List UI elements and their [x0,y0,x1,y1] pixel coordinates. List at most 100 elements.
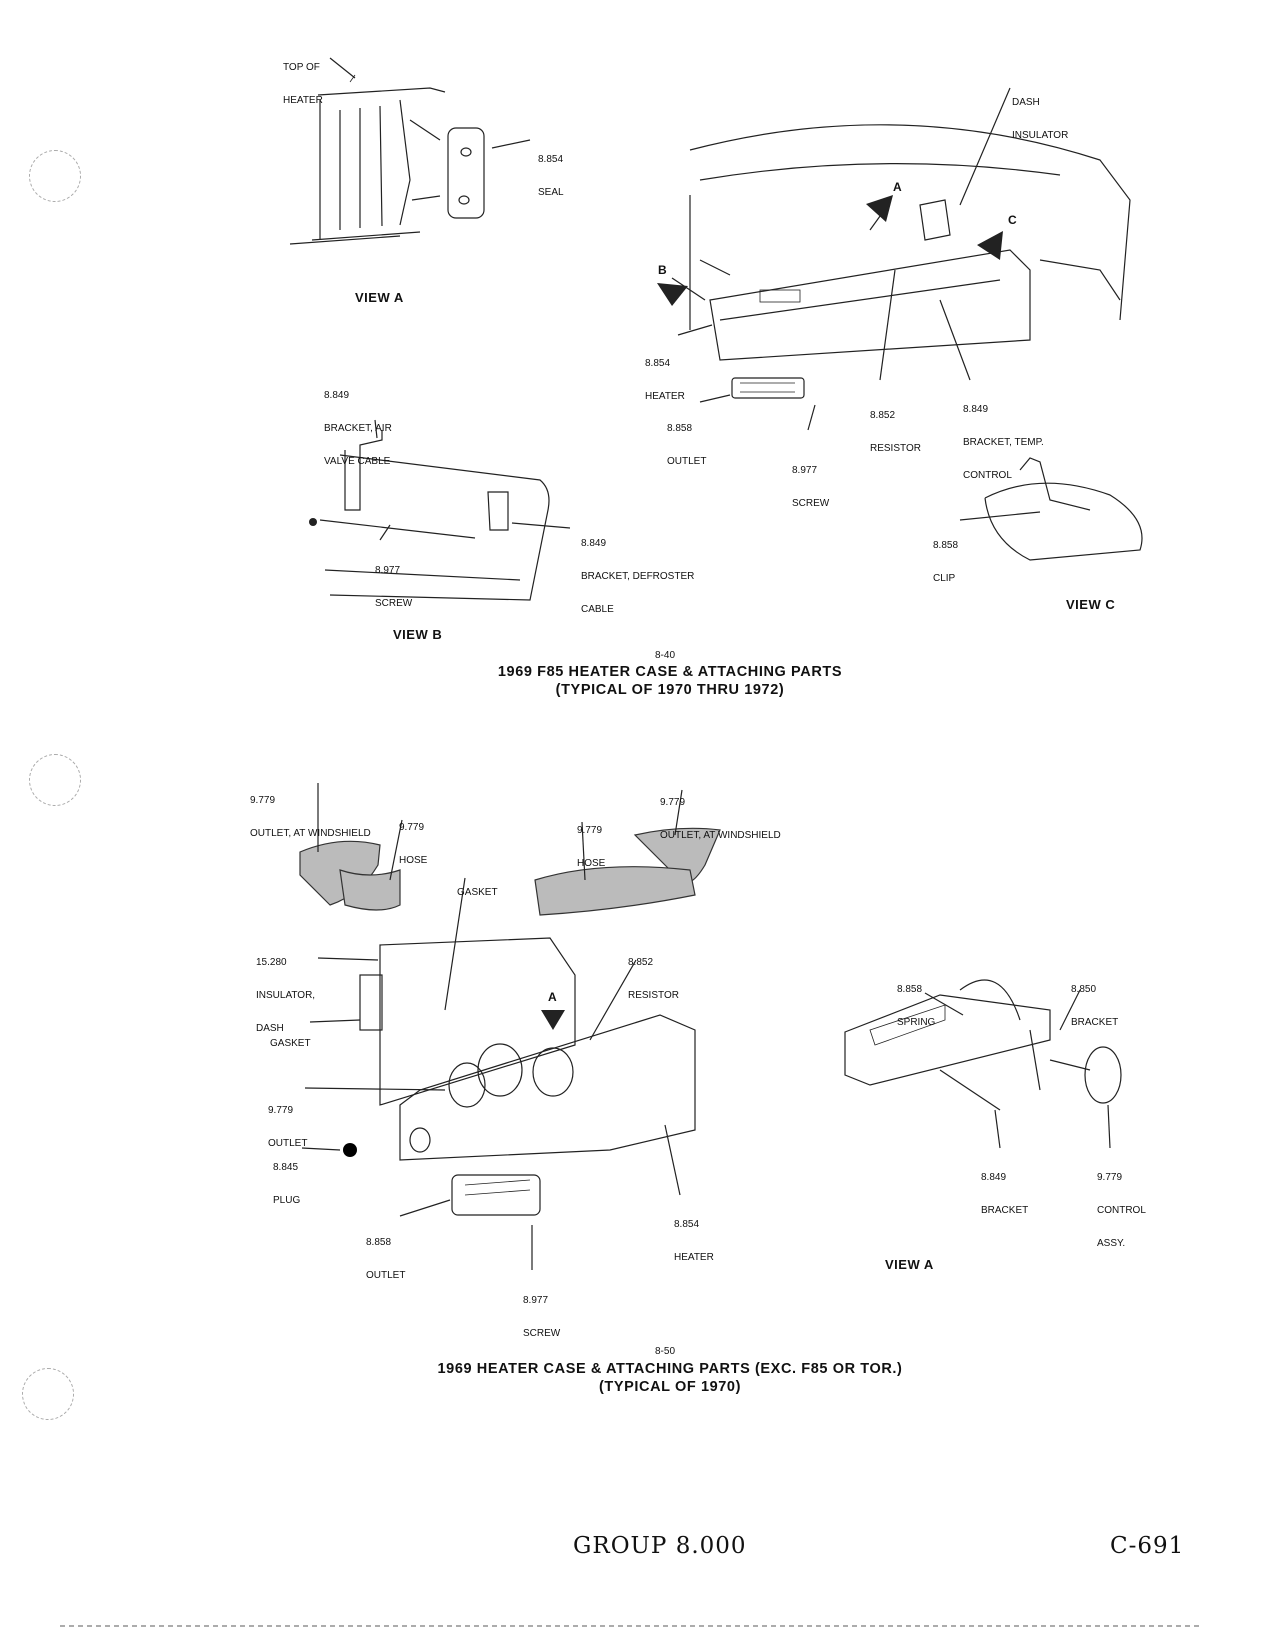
label-control-assy: 9.779 CONTROL ASSY. [1097,1150,1146,1260]
label-line: HOSE [577,858,606,869]
label-outlet-windshield-right: 9.779 OUTLET, AT WINDSHIELD [660,775,781,852]
label-seal: 8.854 SEAL [538,132,564,209]
label-bracket-air-valve: 8.849 BRACKET, AIR VALVE CABLE [324,368,392,478]
label-line: HOSE [399,855,428,866]
view-a-drawing-top [289,57,531,245]
label-line: 8.858 [366,1237,392,1248]
label-line: HEATER [283,95,323,106]
label-line: TOP OF [283,62,320,73]
label-line: VALVE CABLE [324,456,391,467]
label-line: 8.977 [523,1295,549,1306]
label-resistor-bottom: 8.852 RESISTOR [628,935,679,1012]
label-gasket-left: GASKET [270,1016,311,1060]
footer-group: GROUP 8.000 [573,1533,747,1559]
label-outlet-bottom: 8.858 OUTLET [366,1215,405,1292]
label-line: OUTLET [268,1138,308,1149]
label-spring: 8.858 SPRING [897,962,935,1039]
label-line: 8.977 [375,565,401,576]
label-outlet-left: 9.779 OUTLET [268,1083,307,1160]
label-bracket-temp-control: 8.849 BRACKET, TEMP. CONTROL [963,382,1044,492]
heater-assembly-drawing-bottom [299,783,721,1270]
label-line: SEAL [538,187,564,198]
label-hose-right: 9.779 HOSE [577,803,605,880]
label-line: 8.849 [581,538,607,549]
label-line: CLIP [933,573,956,584]
label-line: DASH [1012,97,1040,108]
punch-hole-bottom [22,1368,74,1420]
view-a-title-top: VIEW A [355,290,404,305]
callout-c-top: C [1008,213,1017,227]
figure-title-line1: 1969 F85 HEATER CASE & ATTACHING PARTS [497,664,843,680]
label-screw-view-b: 8.977 SCREW [375,543,412,620]
punch-hole-middle [29,754,81,806]
heater-assembly-drawing-top [657,87,1131,431]
label-line: 15.280 [256,957,287,968]
footer-page-number: C-691 [1110,1533,1185,1559]
label-line: 9.779 [250,795,276,806]
label-line: ASSY. [1097,1238,1126,1249]
label-line: CABLE [581,604,614,615]
label-line: 8.850 [1071,984,1097,995]
label-outlet-windshield-left: 9.779 OUTLET, AT WINDSHIELD [250,773,371,850]
label-line: 8.854 [538,154,564,165]
label-line: HEATER [674,1252,714,1263]
label-line: INSULATOR [1012,130,1069,141]
label-line: OUTLET, AT WINDSHIELD [250,828,371,839]
view-a-title-bottom: VIEW A [885,1257,934,1272]
label-screw-top: 8.977 SCREW [792,443,829,520]
label-bracket-defroster: 8.849 BRACKET, DEFROSTER CABLE [581,516,694,626]
label-line: 8.977 [792,465,818,476]
view-b-title: VIEW B [393,627,443,642]
label-line: 8.854 [674,1219,700,1230]
label-line: SCREW [523,1328,561,1339]
label-line: 9.779 [1097,1172,1123,1183]
label-line: 8.854 [645,358,671,369]
punch-hole-top [29,150,81,202]
label-outlet-top: 8.858 OUTLET [667,401,706,478]
view-c-drawing [959,457,1143,561]
label-bracket-top-view-a: 8.850 BRACKET [1071,962,1118,1039]
figure-number-top: 8-40 [654,650,675,661]
label-line: 8.849 [324,390,350,401]
label-line: OUTLET [667,456,707,467]
label-line: BRACKET, DEFROSTER [581,571,695,582]
view-c-title: VIEW C [1066,597,1116,612]
label-line: GASKET [457,887,498,898]
label-line: 8.852 [628,957,654,968]
label-line: 8.845 [273,1162,299,1173]
label-line: 9.779 [268,1105,294,1116]
label-dash-insulator: DASH INSULATOR [1012,75,1068,152]
label-line: 8.849 [963,404,989,415]
label-line: CONTROL [963,470,1012,481]
label-hose-left: 9.779 HOSE [399,800,427,877]
figure-title-top: 1969 F85 HEATER CASE & ATTACHING PARTS (… [400,663,940,699]
label-line: DASH [256,1023,284,1034]
callout-a-bottom: A [548,990,557,1004]
label-resistor-top: 8.852 RESISTOR [870,388,921,465]
label-heater-bottom: 8.854 HEATER [674,1197,714,1274]
label-heater-top: 8.854 HEATER [645,336,685,413]
callout-a-top: A [893,180,902,194]
label-line: 8.852 [870,410,896,421]
label-line: BRACKET [1071,1017,1119,1028]
label-line: PLUG [273,1195,301,1206]
label-line: BRACKET [981,1205,1029,1216]
callout-b-top: B [658,263,667,277]
figure-title-line2: (TYPICAL OF 1970) [598,1379,742,1395]
label-line: RESISTOR [628,990,679,1001]
label-line: RESISTOR [870,443,921,454]
label-line: 8.858 [897,984,923,995]
label-screw-bottom: 8.977 SCREW [523,1273,560,1350]
figure-title-bottom: 1969 HEATER CASE & ATTACHING PARTS (EXC.… [340,1360,1000,1396]
label-insulator-dash: 15.280 INSULATOR, DASH [256,935,315,1045]
label-line: 9.779 [399,822,425,833]
figure-title-line2: (TYPICAL OF 1970 THRU 1972) [555,682,785,698]
label-clip: 8.858 CLIP [933,518,958,595]
label-plug: 8.845 PLUG [273,1140,300,1217]
view-a-drawing-bottom [844,979,1122,1149]
label-line: BRACKET, TEMP. [963,437,1044,448]
label-line: CONTROL [1097,1205,1146,1216]
label-bracket-bottom-view-a: 8.849 BRACKET [981,1150,1028,1227]
label-line: GASKET [270,1038,311,1049]
